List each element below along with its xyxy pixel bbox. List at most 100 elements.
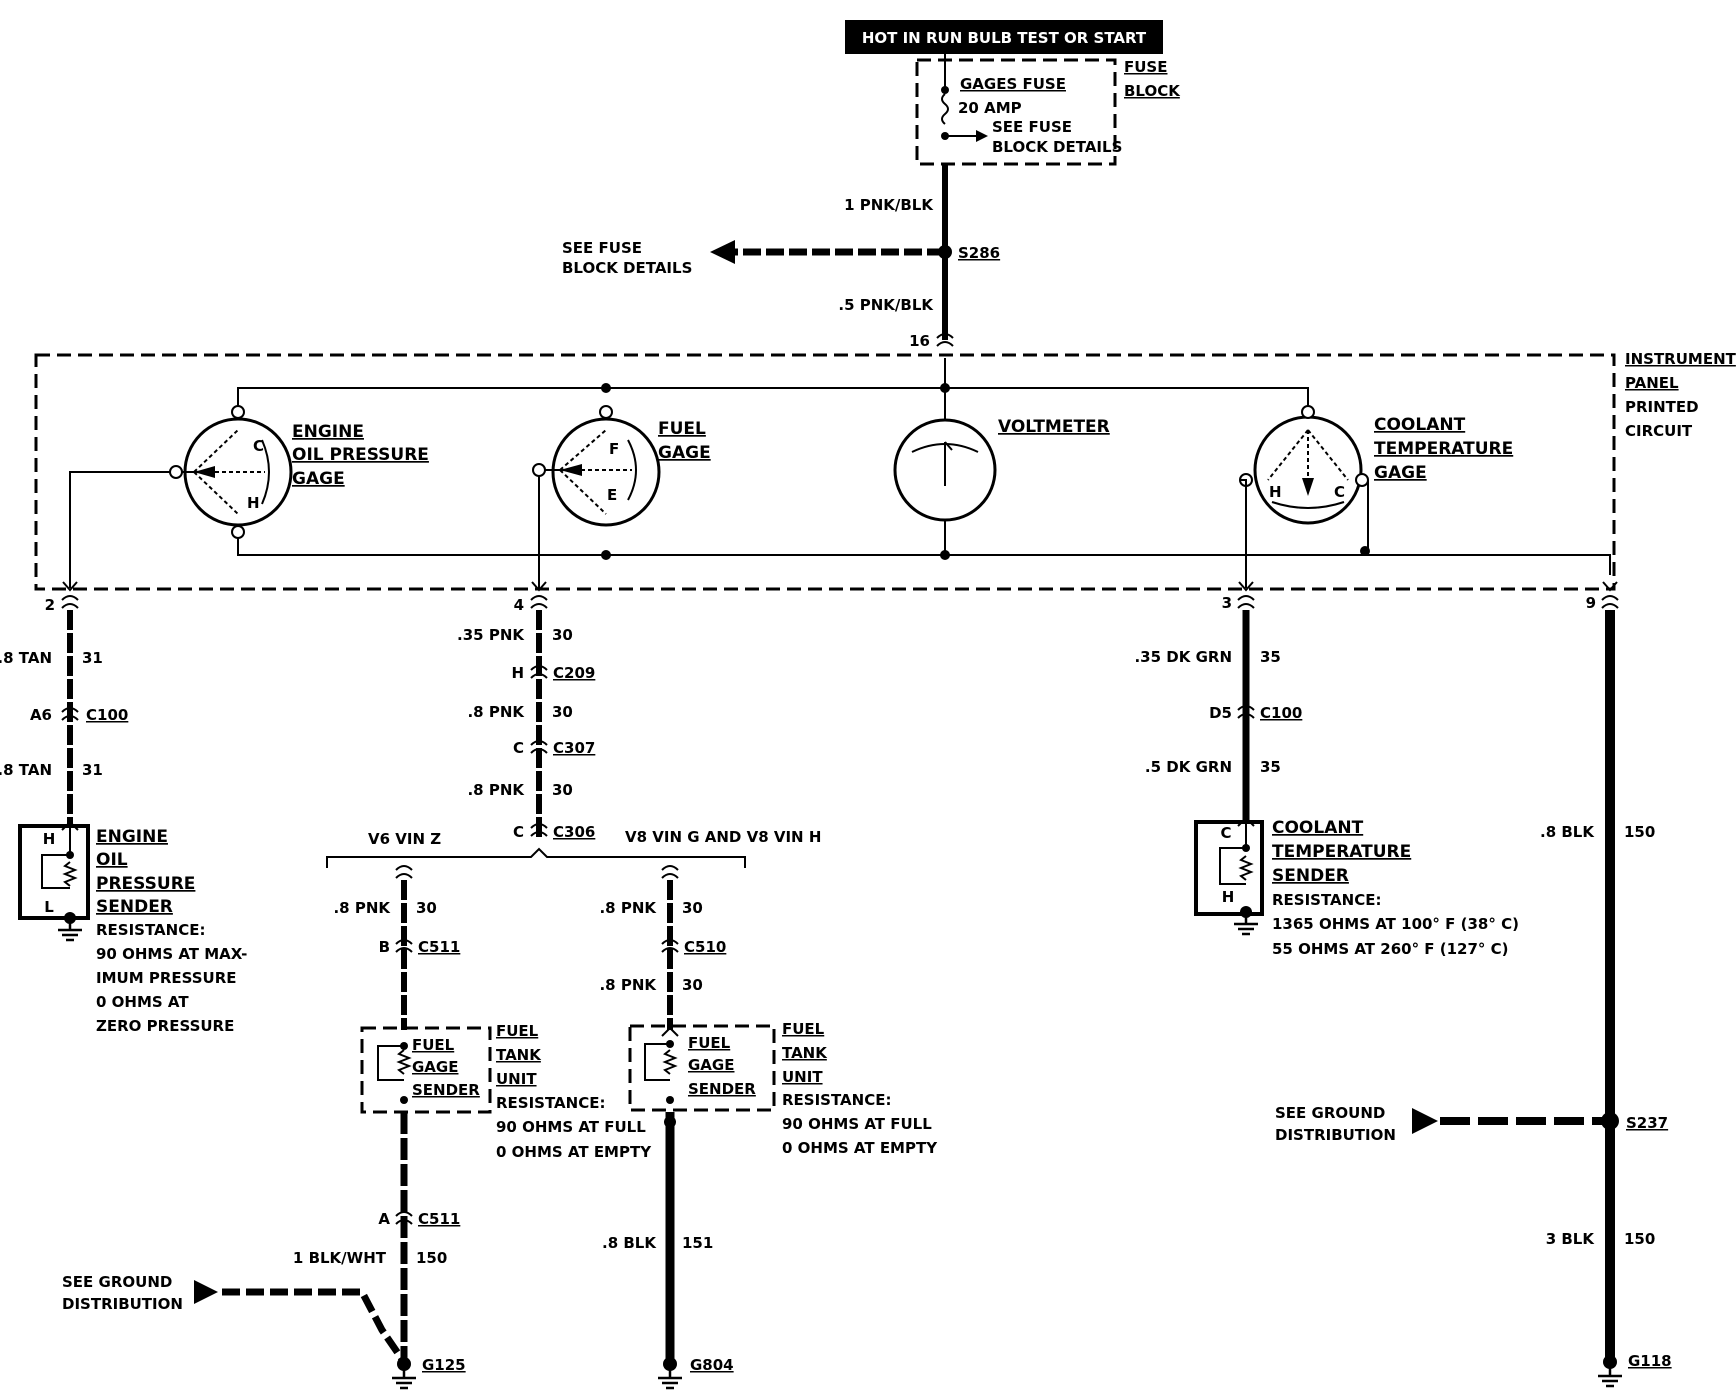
fuse-rating: 20 AMP xyxy=(958,99,1022,117)
fuel-left-res-1: RESISTANCE: xyxy=(496,1094,605,1112)
coolant-sender-label-2: TEMPERATURE xyxy=(1272,842,1411,862)
oil-res-4: 0 OHMS AT xyxy=(96,993,189,1011)
oil-conn-pin: A6 xyxy=(30,706,52,724)
oil-pressure-gauge-icon xyxy=(169,405,293,539)
oil-conn: C100 xyxy=(86,706,128,724)
fuel-right-sender-2: GAGE xyxy=(688,1056,734,1074)
fuel-c306: C306 xyxy=(553,823,595,841)
oil-circuit-1: 31 xyxy=(82,649,103,667)
oil-res-1: RESISTANCE: xyxy=(96,921,205,939)
fuel-right-res-2: 90 OHMS AT FULL xyxy=(782,1115,932,1133)
fuel-left-sender-3: SENDER xyxy=(412,1081,480,1099)
oil-sender-l: L xyxy=(44,898,54,916)
fuse-block-box xyxy=(915,58,1117,166)
fuse-block-label-1: FUSE xyxy=(1124,58,1167,76)
fuel-right-wire-2: .8 PNK xyxy=(599,976,657,994)
coolant-gauge-label-1: COOLANT xyxy=(1374,415,1466,435)
fuel-left-see-2: DISTRIBUTION xyxy=(62,1295,183,1313)
oil-wire-1: .8 TAN xyxy=(0,649,52,667)
oil-sender-label-3: PRESSURE xyxy=(96,874,195,894)
coolant-res-2: 1365 OHMS AT 100° F (38° C) xyxy=(1272,915,1519,933)
fuel-gauge-empty: E xyxy=(607,486,617,504)
fuse-element-icon xyxy=(941,93,949,125)
ground-wire-1: .8 BLK xyxy=(1540,823,1595,841)
fuel-c307: C307 xyxy=(553,739,595,757)
feed-wire-top: 1 PNK/BLK xyxy=(844,196,934,214)
coolant-sender-label-3: SENDER xyxy=(1272,866,1349,886)
coolant-gauge-icon xyxy=(1239,405,1369,525)
fuel-left-sender-1: FUEL xyxy=(412,1036,455,1054)
oil-sender-label-2: OIL xyxy=(96,850,128,870)
fuel-c307-pin: C xyxy=(513,739,524,757)
coolant-gauge-label-3: GAGE xyxy=(1374,463,1427,483)
fuel-gauge-label-2: GAGE xyxy=(658,443,711,463)
fuel-circuit-2: 30 xyxy=(552,703,573,721)
oil-sender-label-1: ENGINE xyxy=(96,827,168,847)
fuel-wire-2: .8 PNK xyxy=(467,703,525,721)
ground-circuit-2: 150 xyxy=(1624,1230,1655,1248)
ground-g125: G125 xyxy=(422,1356,466,1374)
fuel-pin: 4 xyxy=(514,596,524,614)
panel-label-4: CIRCUIT xyxy=(1625,422,1693,440)
power-header-text: HOT IN RUN BULB TEST OR START xyxy=(862,29,1147,47)
fuel-right-sender-3: SENDER xyxy=(688,1080,756,1098)
fuel-gauge-full: F xyxy=(609,440,619,458)
fuel-left-unit-1: FUEL xyxy=(496,1022,539,1040)
oil-res-5: ZERO PRESSURE xyxy=(96,1017,234,1035)
oil-pressure-sender-icon xyxy=(18,820,90,924)
coolant-res-1: RESISTANCE: xyxy=(1272,891,1381,909)
arrow-right-icon xyxy=(976,130,988,142)
splice-s237-label: S237 xyxy=(1626,1114,1668,1132)
fuse-block-label-2: BLOCK xyxy=(1124,82,1181,100)
fuse-note-1: SEE FUSE xyxy=(992,118,1072,136)
arrow-right-icon xyxy=(1412,1108,1438,1134)
coolant-sender-icon xyxy=(1194,816,1264,918)
fuel-right-conn: C510 xyxy=(684,938,726,956)
fuel-left-gwire: 1 BLK/WHT xyxy=(293,1249,387,1267)
fuel-right-unit-3: UNIT xyxy=(782,1068,823,1086)
feed-pin: 16 xyxy=(909,332,930,350)
fuel-left-sender-2: GAGE xyxy=(412,1058,458,1076)
panel-label-2: PANEL xyxy=(1625,374,1679,392)
coolant-conn-pin: D5 xyxy=(1209,704,1232,722)
oil-gauge-label-1: ENGINE xyxy=(292,422,364,442)
fuel-right-unit-1: FUEL xyxy=(782,1020,825,1038)
fuel-right-sender-1: FUEL xyxy=(688,1034,731,1052)
coolant-wire-2: .5 DK GRN xyxy=(1145,758,1232,776)
feed-wire-bottom: .5 PNK/BLK xyxy=(838,296,934,314)
oil-gauge-high: C xyxy=(253,437,264,455)
fuel-right-wire-1: .8 PNK xyxy=(599,899,657,917)
fuel-left-wire-1: .8 PNK xyxy=(333,899,391,917)
fuel-wire-3: .8 PNK xyxy=(467,781,525,799)
panel-label-1: INSTRUMENT xyxy=(1625,350,1736,368)
coolant-gauge-label-2: TEMPERATURE xyxy=(1374,439,1513,459)
fuel-right-gcircuit: 151 xyxy=(682,1234,713,1252)
arrow-left-icon xyxy=(710,240,735,264)
fuel-c209: C209 xyxy=(553,664,595,682)
fuel-right-sender-icon xyxy=(628,1024,776,1112)
oil-res-3: IMUM PRESSURE xyxy=(96,969,237,987)
ground-g804: G804 xyxy=(690,1356,734,1374)
coolant-conn: C100 xyxy=(1260,704,1302,722)
fuel-gauge-icon xyxy=(532,405,661,527)
ground-circuit-1: 150 xyxy=(1624,823,1655,841)
coolant-sender-label-1: COOLANT xyxy=(1272,818,1364,838)
power-header-box xyxy=(845,20,1163,54)
fuel-left-unit-3: UNIT xyxy=(496,1070,537,1088)
fuel-left-conn: C511 xyxy=(418,938,460,956)
ground-pin: 9 xyxy=(1586,594,1596,612)
fuel-v8-label: V8 VIN G AND V8 VIN H xyxy=(625,828,821,846)
fuel-left-circuit-1: 30 xyxy=(416,899,437,917)
fuel-wire-1: .35 PNK xyxy=(457,626,525,644)
fuel-split-bus xyxy=(326,847,746,868)
fuel-left-res-2: 90 OHMS AT FULL xyxy=(496,1118,646,1136)
fuel-c306-pin: C xyxy=(513,823,524,841)
fuse-name: GAGES FUSE xyxy=(960,75,1066,93)
coolant-gauge-hot: H xyxy=(1269,483,1282,501)
see-fuse-1: SEE FUSE xyxy=(562,239,642,257)
fuel-left-gcircuit: 150 xyxy=(416,1249,447,1267)
fuel-gauge-label-1: FUEL xyxy=(658,419,706,439)
ground-wire-2: 3 BLK xyxy=(1546,1230,1596,1248)
ground-see-2: DISTRIBUTION xyxy=(1275,1126,1396,1144)
